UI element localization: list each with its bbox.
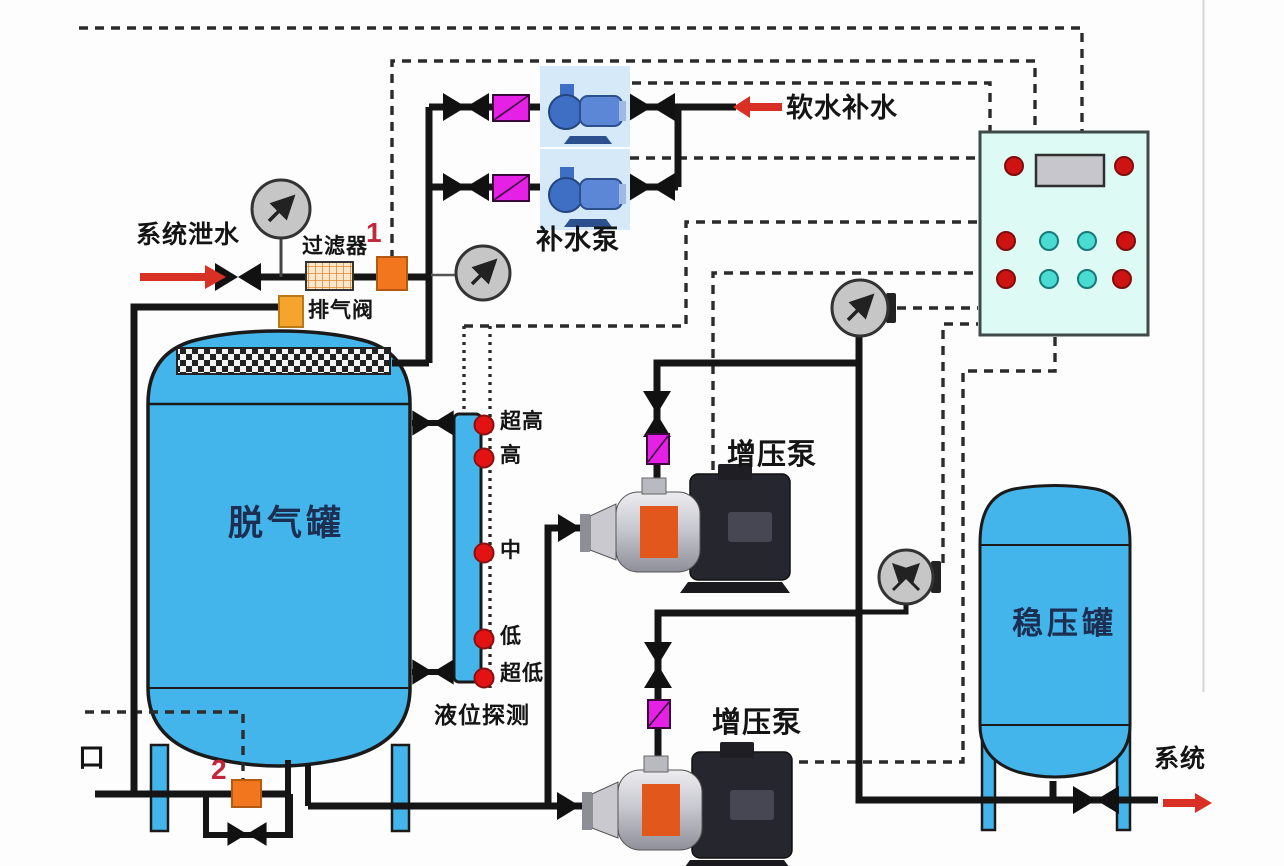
panel-display bbox=[1034, 153, 1106, 188]
valve-glass-top bbox=[412, 410, 454, 436]
label-degassing-tank: 脱气罐 bbox=[228, 504, 346, 543]
label-level-high: 高 bbox=[500, 444, 522, 467]
level-sensor-dots bbox=[473, 414, 495, 689]
gauges bbox=[250, 178, 941, 606]
label-level-detection: 液位探测 bbox=[434, 702, 530, 728]
degassing-tank-leg-right bbox=[390, 743, 411, 833]
pipe-main-right bbox=[855, 336, 1158, 804]
degassing-tank-leg-left bbox=[149, 743, 170, 833]
valve-makeup1-right bbox=[629, 93, 675, 121]
valve-booster1-discharge bbox=[643, 391, 671, 437]
valve-glass-bottom bbox=[412, 659, 454, 685]
pressure-sensor-2 bbox=[231, 779, 262, 808]
level-dot-high bbox=[473, 447, 495, 469]
arrow-system-out bbox=[1163, 793, 1212, 813]
wire-level-sensors bbox=[464, 220, 978, 328]
label-level-ultra-low: 超低 bbox=[500, 662, 544, 685]
label-surge-tank: 稳压罐 bbox=[1012, 606, 1117, 641]
air-vent-valve bbox=[278, 295, 304, 328]
panel-red-indicators bbox=[996, 156, 1136, 289]
arrow-system-drain-in bbox=[140, 265, 226, 289]
pressure-switch bbox=[877, 548, 941, 606]
degassing-tank bbox=[146, 329, 412, 833]
label-tag-2: 2 bbox=[211, 754, 228, 785]
pressure-gauge-3 bbox=[830, 278, 896, 338]
filter-device bbox=[305, 261, 354, 291]
surge-tank-body bbox=[978, 484, 1132, 779]
pressure-gauge-1 bbox=[250, 178, 312, 240]
wire-sensor2 bbox=[85, 710, 245, 780]
label-system-outlet: 系统 bbox=[1154, 745, 1207, 773]
valve-system-outlet bbox=[1073, 786, 1119, 814]
label-level-mid: 中 bbox=[500, 539, 522, 562]
wire-booster-pump2 bbox=[727, 337, 1057, 764]
arrow-soft-water-in bbox=[733, 96, 782, 118]
wire-sensor1 bbox=[390, 59, 1037, 259]
booster-pump-1 bbox=[579, 463, 791, 594]
label-filter: 过滤器 bbox=[302, 235, 368, 258]
valve-makeup2-right bbox=[629, 173, 675, 201]
label-booster-pump-upper: 增压泵 bbox=[727, 439, 818, 471]
wire-booster-pump1 bbox=[711, 271, 978, 470]
valve-makeup2-left bbox=[443, 173, 489, 201]
tank-top-screen bbox=[176, 347, 391, 375]
label-exhaust-valve: 排气阀 bbox=[308, 299, 374, 322]
wire-makeup-pump1 bbox=[600, 81, 992, 131]
valve-bypass bbox=[227, 822, 267, 846]
surge-tank bbox=[978, 484, 1132, 832]
label-inlet-port: 口 bbox=[78, 743, 106, 773]
degassing-tank-body bbox=[146, 329, 412, 768]
label-level-low: 低 bbox=[500, 625, 522, 648]
makeup-pump-2 bbox=[539, 148, 631, 231]
pressure-gauge-2 bbox=[454, 244, 512, 302]
solenoid-diagonals bbox=[493, 95, 670, 727]
level-dot-ultra-high bbox=[473, 414, 495, 436]
wire-pressure-switch bbox=[941, 322, 978, 563]
label-level-ultra-high: 超高 bbox=[500, 410, 544, 433]
control-panel bbox=[978, 130, 1150, 337]
level-dot-mid bbox=[473, 542, 495, 564]
booster-pump-2 bbox=[581, 741, 793, 866]
level-dot-ultra-low bbox=[473, 667, 495, 689]
control-wires bbox=[79, 26, 1084, 780]
pipe-suction-riser bbox=[544, 524, 600, 806]
valve-makeup1-left bbox=[443, 93, 489, 121]
label-makeup-pumps: 补水泵 bbox=[536, 225, 620, 255]
makeup-pump-1 bbox=[539, 65, 631, 148]
label-booster-pump-lower: 增压泵 bbox=[712, 707, 803, 739]
level-dot-low bbox=[473, 628, 495, 650]
pressure-sensor-1 bbox=[376, 256, 408, 291]
valve-booster2-discharge bbox=[644, 642, 672, 688]
panel-cyan-buttons bbox=[1039, 231, 1097, 289]
flow-arrows bbox=[140, 96, 1212, 813]
label-system-drain: 系统泄水 bbox=[136, 221, 241, 249]
label-tag-1: 1 bbox=[366, 217, 383, 248]
label-soft-water-makeup: 软水补水 bbox=[786, 93, 898, 123]
pipe-left-column bbox=[130, 303, 280, 794]
